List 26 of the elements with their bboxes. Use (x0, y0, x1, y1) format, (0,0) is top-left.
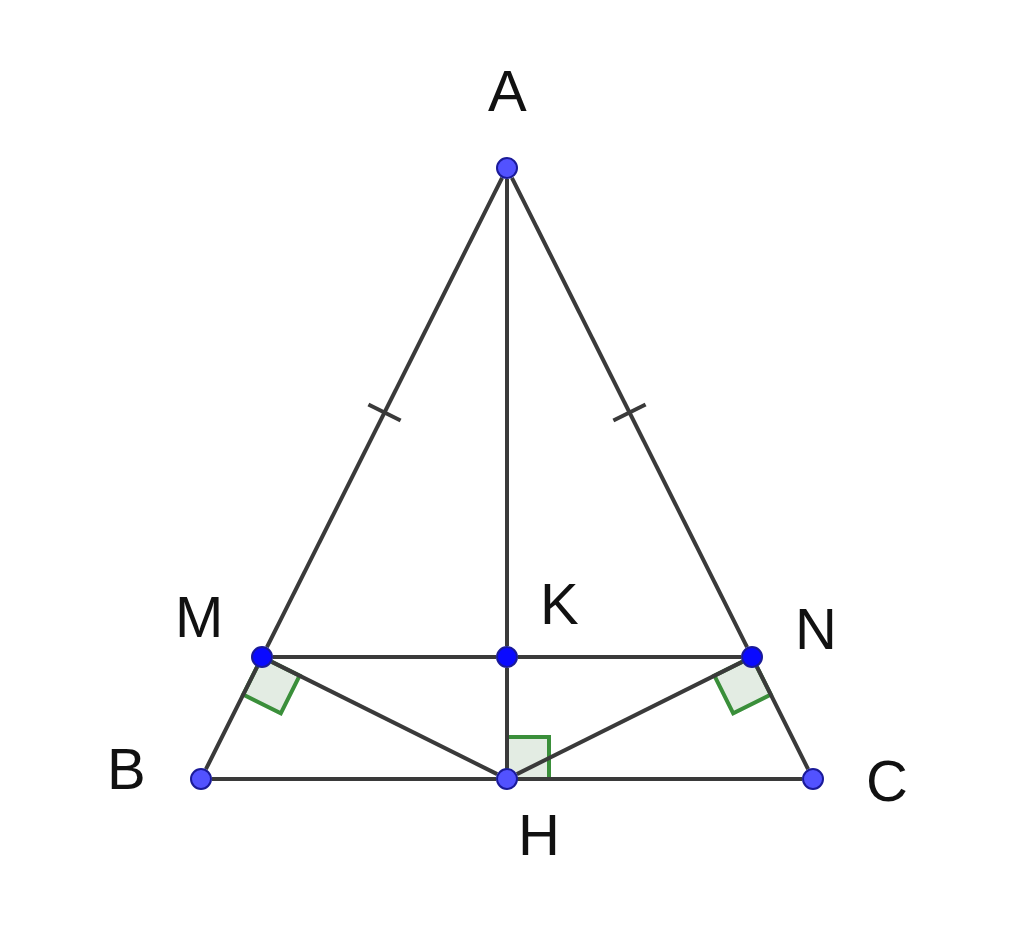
point-label: K (540, 575, 579, 633)
point-marker (496, 768, 518, 790)
line-segment (518, 777, 802, 781)
line-segment (270, 660, 499, 776)
point-marker (802, 768, 824, 790)
line-segment (204, 665, 259, 771)
line-segment (505, 668, 509, 768)
point-marker (496, 157, 518, 179)
line-segment (505, 179, 509, 646)
point-label: B (107, 740, 146, 798)
point-label: M (175, 588, 224, 646)
line-segment (265, 176, 504, 649)
line-segment (515, 660, 744, 776)
line-segment (273, 655, 496, 659)
line-segment (755, 665, 810, 771)
point-label: N (795, 600, 837, 658)
point-marker (741, 646, 763, 668)
line-segment (510, 176, 749, 649)
point-marker (496, 646, 518, 668)
point-label: C (866, 752, 908, 810)
point-marker (190, 768, 212, 790)
point-label: A (488, 62, 527, 120)
point-marker (251, 646, 273, 668)
point-label: H (518, 806, 560, 864)
line-segment (212, 777, 496, 781)
line-segment (518, 655, 741, 659)
